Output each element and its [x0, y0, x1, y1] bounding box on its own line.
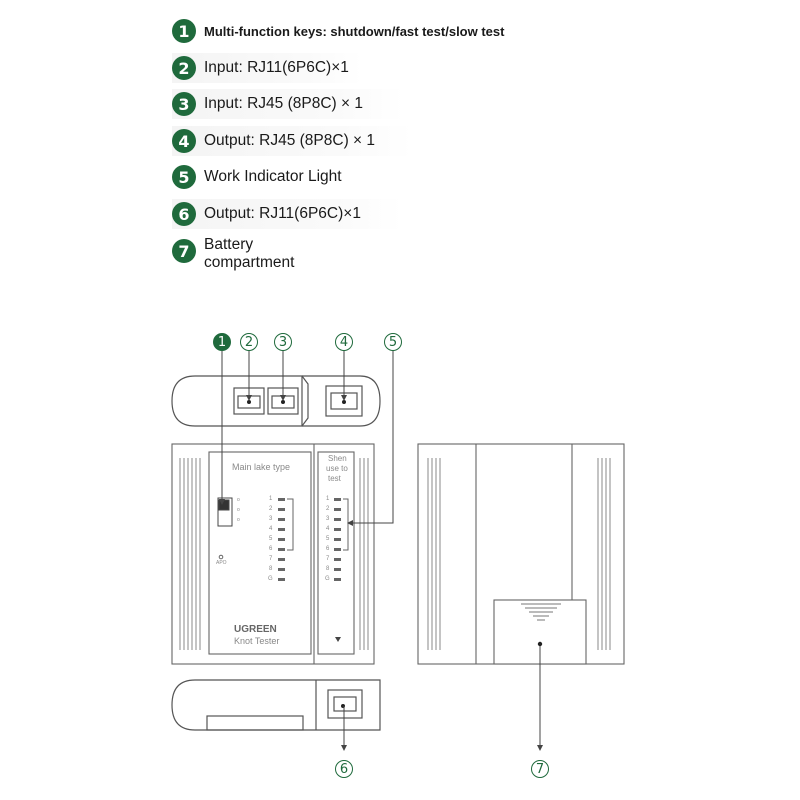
- right-led-label: 3: [326, 516, 330, 522]
- callout-lines: [219, 350, 543, 751]
- legend-number-4: 4: [172, 129, 196, 153]
- right-led-label: 1: [326, 496, 330, 502]
- legend-text-7-line1: Battery: [204, 236, 254, 253]
- battery-pin-dot: [537, 641, 543, 647]
- mode-switch: [217, 497, 233, 527]
- front-left-vents: [179, 458, 201, 650]
- led-bracket: [287, 498, 294, 551]
- callout-1: 1: [213, 333, 231, 351]
- legend-row-1: 1 Multi-function keys: shutdown/fast tes…: [172, 16, 504, 46]
- apo-label: APO: [216, 560, 227, 566]
- right-led-label: 4: [326, 526, 330, 532]
- top-view: [171, 375, 381, 427]
- main-panel-title: Main lake type: [232, 462, 291, 472]
- legend-text-4: Output: RJ45 (8P8C) × 1: [204, 132, 376, 149]
- legend-row-6: 6 Output: RJ11(6P6C)×1: [172, 199, 402, 229]
- left-led-label: 4: [269, 526, 273, 532]
- legend-row-5: 5 Work Indicator Light: [172, 162, 342, 192]
- legend-number-5: 5: [172, 165, 196, 189]
- callout-5: 5: [384, 333, 402, 351]
- callout-7: 7: [531, 760, 549, 778]
- legend-text-3: Input: RJ45 (8P8C) × 1: [204, 95, 363, 112]
- legend-text-1: Multi-function keys: shutdown/fast test/…: [204, 23, 505, 39]
- right-led-label: 5: [326, 536, 330, 542]
- back-view: [417, 443, 625, 665]
- front-right-vents: [359, 458, 369, 650]
- callout-4: 4: [335, 333, 353, 351]
- brand-label: UGREEN: [234, 624, 277, 635]
- port-pin-dot: [281, 400, 285, 404]
- back-vents: [427, 458, 611, 650]
- left-led-label: 7: [269, 556, 273, 562]
- side-panel-title-1: Shen: [328, 454, 347, 463]
- down-triangle-icon: [335, 637, 341, 642]
- legend-row-3: 3 Input: RJ45 (8P8C) × 1: [172, 89, 404, 119]
- switch-label: o: [237, 517, 240, 523]
- right-led-label: G: [325, 576, 330, 582]
- legend-number-6: 6: [172, 202, 196, 226]
- left-led-bars: [278, 498, 285, 581]
- led-bracket: [343, 498, 349, 551]
- legend-text-5: Work Indicator Light: [204, 168, 342, 185]
- port-pin-dot: [342, 400, 346, 404]
- legend-highlight: [172, 199, 402, 229]
- legend-row-2: 2 Input: RJ11(6P6C)×1: [172, 53, 362, 83]
- product-label: Knot Tester: [234, 636, 280, 646]
- legend-highlight: [172, 89, 404, 119]
- legend-text-7-line2: compartment: [204, 254, 295, 271]
- legend-text-7: Battery compartment: [204, 236, 294, 272]
- legend-number-1: 1: [172, 19, 196, 43]
- legend-number-3: 3: [172, 92, 196, 116]
- left-led-label: 6: [269, 546, 273, 552]
- callout-2: 2: [240, 333, 258, 351]
- callout-6: 6: [335, 760, 353, 778]
- legend-highlight: [172, 126, 412, 156]
- side-panel-title-2: use to: [326, 464, 348, 473]
- right-led-label: 2: [326, 506, 330, 512]
- left-led-label: 1: [269, 496, 273, 502]
- right-led-label: 8: [326, 566, 330, 572]
- right-led-bars: [334, 498, 341, 581]
- switch-label: o: [237, 497, 240, 503]
- battery-grip: [521, 603, 561, 621]
- callout-3: 3: [274, 333, 292, 351]
- left-led-label: 2: [269, 506, 273, 512]
- legend-highlight: [172, 53, 362, 83]
- right-led-label: 6: [326, 546, 330, 552]
- left-led-label: G: [268, 576, 273, 582]
- side-panel-title-3: test: [328, 474, 341, 483]
- legend-text-6: Output: RJ11(6P6C)×1: [204, 205, 361, 222]
- legend-text-2: Input: RJ11(6P6C)×1: [204, 59, 349, 76]
- legend-number-7: 7: [172, 239, 196, 263]
- legend-row-7: 7 Battery compartment: [172, 236, 294, 274]
- left-led-label: 5: [269, 536, 273, 542]
- front-view: [171, 443, 375, 665]
- port-pin-dot: [247, 400, 251, 404]
- switch-label: o: [237, 507, 240, 513]
- left-led-label: 8: [269, 566, 273, 572]
- bottom-view: [171, 679, 381, 731]
- right-led-label: 7: [326, 556, 330, 562]
- legend-row-4: 4 Output: RJ45 (8P8C) × 1: [172, 126, 412, 156]
- left-led-label: 3: [269, 516, 273, 522]
- legend-number-2: 2: [172, 56, 196, 80]
- apo-led: [218, 554, 224, 560]
